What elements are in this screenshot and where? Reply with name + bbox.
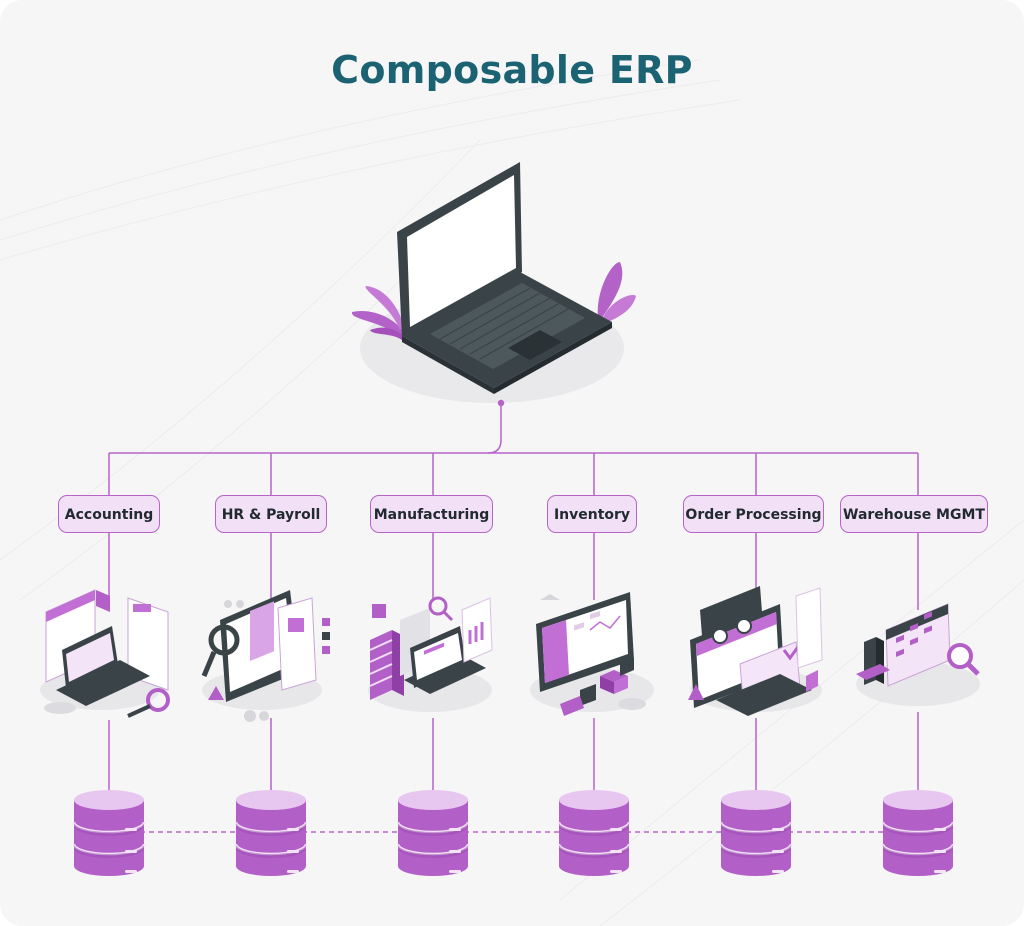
manufacturing-illustration (368, 596, 493, 712)
database-icon (396, 788, 470, 878)
hr-payroll-illustration (201, 590, 330, 722)
accounting-illustration (40, 589, 170, 718)
inventory-illustration (530, 592, 654, 716)
module-label-accounting: Accounting (58, 495, 160, 533)
module-label-manufacturing: Manufacturing (370, 495, 493, 533)
order-processing-illustration (688, 586, 823, 716)
module-label-warehouse-mgmt: Warehouse MGMT (840, 495, 988, 533)
laptop-icon (351, 162, 636, 403)
page-title: Composable ERP (331, 48, 693, 92)
module-label-order-processing: Order Processing (683, 495, 824, 533)
database-icon (719, 788, 793, 878)
module-label-hr-payroll: HR & Payroll (215, 495, 327, 533)
warehouse-illustration (856, 603, 980, 706)
module-label-inventory: Inventory (547, 495, 637, 533)
database-icon (881, 788, 955, 878)
database-icon (234, 788, 308, 878)
database-icon (72, 788, 146, 878)
database-icon (557, 788, 631, 878)
